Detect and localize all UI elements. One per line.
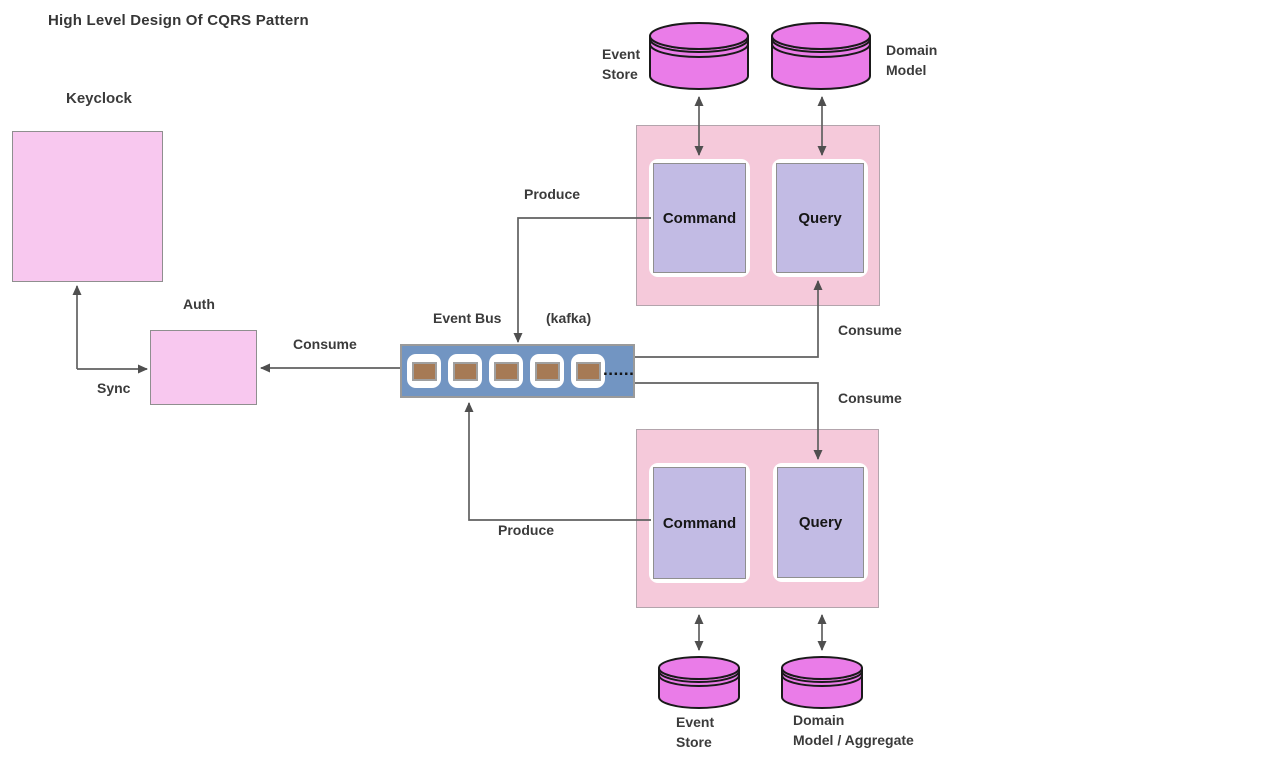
top-event-store-label: Event Store [602, 44, 640, 84]
bottom-domain-model-label: Domain Model / Aggregate [793, 710, 914, 750]
event-bus-partitions [407, 354, 605, 388]
top-query-label: Query [776, 163, 864, 273]
top-query-box: Query [772, 159, 868, 277]
kafka-partition-segment [493, 361, 519, 381]
auth-box [150, 330, 257, 405]
kafka-partition [530, 354, 564, 388]
kafka-partition-segment [575, 361, 601, 381]
bottom-domain-model-line2: Model / Aggregate [793, 732, 914, 748]
keyclock-box [12, 131, 163, 282]
top-command-label: Command [653, 163, 746, 273]
bottom-command-label: Command [653, 467, 746, 579]
keyclock-label: Keyclock [66, 90, 132, 107]
bottom-command-box: Command [649, 463, 750, 583]
bottom-domain-model-cylinder-icon [781, 656, 863, 709]
bottom-event-store-cylinder-icon [658, 656, 740, 709]
event-bus-label: Event Bus [433, 310, 502, 326]
sync-label: Sync [97, 380, 131, 396]
produce-top-label: Produce [524, 186, 581, 202]
consume-top-label: Consume [838, 322, 902, 338]
top-domain-model-line2: Model [886, 62, 927, 78]
bottom-query-label: Query [777, 467, 864, 578]
top-event-store-line2: Store [602, 66, 638, 82]
top-event-store-cylinder-icon [649, 22, 749, 90]
top-domain-model-cylinder-icon [771, 22, 871, 90]
consume-left-label: Consume [293, 336, 357, 352]
top-event-store-line1: Event [602, 46, 641, 62]
auth-label: Auth [183, 296, 215, 312]
bottom-event-store-label: Event Store [676, 712, 714, 752]
consume-bottom-label: Consume [838, 390, 902, 406]
produce-bottom-arrow [464, 402, 651, 521]
bottom-event-store-line2: Store [676, 734, 712, 750]
event-bus-box [400, 344, 635, 398]
top-domain-model-label: Domain Model [886, 40, 937, 80]
top-command-box: Command [649, 159, 750, 277]
top-domain-model-line1: Domain [886, 42, 938, 58]
page-title: High Level Design Of CQRS Pattern [48, 12, 309, 29]
bottom-query-box: Query [773, 463, 868, 582]
event-bus-ellipsis: ...... [603, 360, 635, 379]
kafka-partition [448, 354, 482, 388]
kafka-partition [489, 354, 523, 388]
bottom-event-store-line1: Event [676, 714, 715, 730]
kafka-partition [571, 354, 605, 388]
kafka-partition-segment [452, 361, 478, 381]
kafka-label: (kafka) [546, 310, 592, 326]
kafka-partition-segment [411, 361, 437, 381]
bottom-domain-model-line1: Domain [793, 712, 845, 728]
produce-bottom-label: Produce [498, 522, 555, 538]
kafka-partition [407, 354, 441, 388]
kafka-partition-segment [534, 361, 560, 381]
